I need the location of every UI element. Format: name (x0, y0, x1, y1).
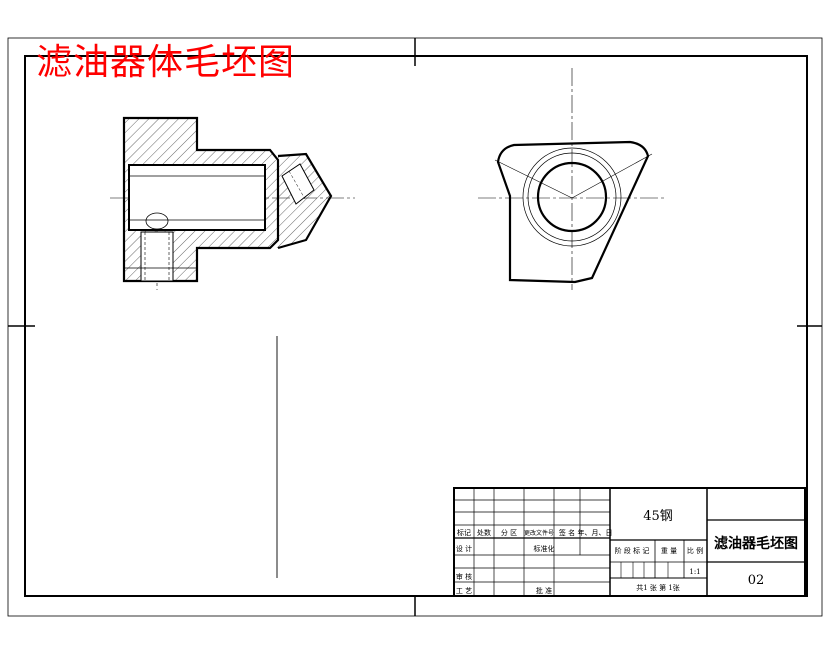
row-process: 工 艺 (456, 587, 472, 595)
drawing-number-text: 02 (748, 573, 765, 588)
material-text: 45钢 (643, 509, 673, 524)
row-approve: 批 准 (536, 586, 552, 595)
row-review: 审 核 (456, 572, 472, 581)
row-standard: 标准化 (534, 544, 555, 553)
part-name-text: 滤油器毛坯图 (714, 535, 798, 552)
side-outline (496, 140, 650, 284)
front-section-view (110, 116, 355, 290)
header-zone: 分 区 (501, 528, 517, 537)
drawing-title-overlay: 滤油器体毛坯图 (36, 42, 295, 83)
header-mark: 标记 (457, 528, 471, 537)
front-nose-outline (277, 152, 333, 250)
side-outer-circle (522, 147, 622, 247)
front-side-port (281, 163, 315, 205)
sheet-info: 共1 张 第 1张 (636, 583, 680, 592)
header-count: 处数 (477, 528, 491, 537)
header-signature: 签 名 (559, 528, 575, 537)
stage-label: 阶 段 标 记 (615, 546, 650, 555)
weight-label: 重 量 (661, 547, 677, 555)
side-thread-circle (527, 152, 617, 242)
scale-label: 比 例 (687, 546, 703, 555)
hole-cross-circle (145, 212, 169, 230)
centering-marks (8, 38, 822, 616)
header-date: 年、月、日 (578, 528, 613, 537)
side-diagonal-right (571, 153, 653, 199)
title-block (453, 487, 806, 597)
side-view (478, 68, 665, 290)
header-change-doc: 更改文件号 (524, 529, 554, 537)
row-design: 设 计 (456, 544, 472, 553)
front-nose-hatch (278, 154, 331, 248)
title-block-text: 45钢 滤油器毛坯图 02 1:1 阶 段 标 记 重 量 比 例 共1 张 第… (456, 509, 798, 595)
side-diagonal-left (494, 159, 573, 199)
scale-value: 1:1 (689, 568, 700, 576)
side-port-axis (288, 170, 306, 200)
side-bore-circle (536, 161, 608, 233)
front-bottom-hole (140, 231, 174, 282)
